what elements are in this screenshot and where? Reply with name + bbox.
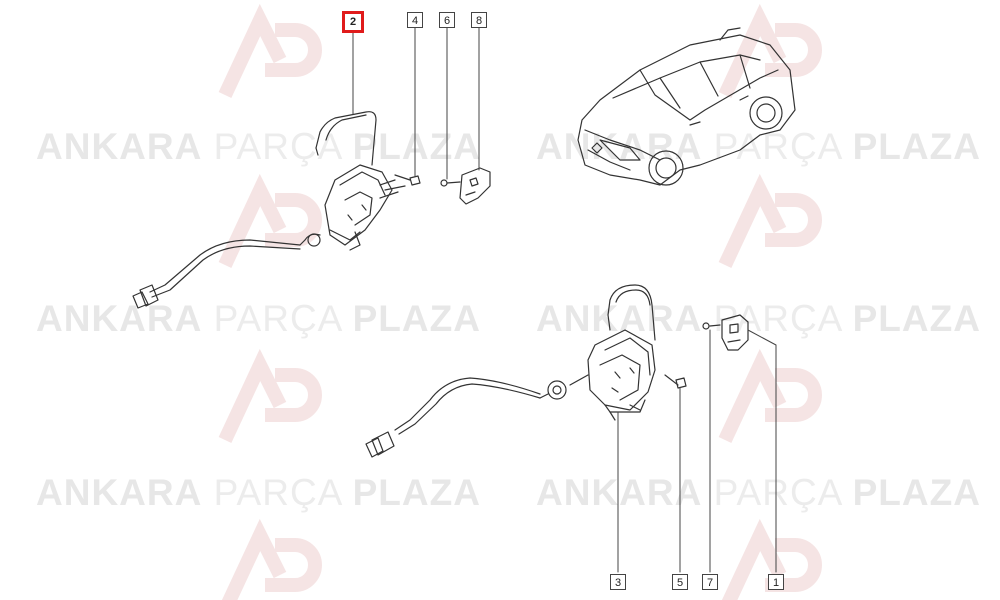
callout-2-selected[interactable]: 2 [342,11,364,33]
callout-8[interactable]: 8 [471,12,487,28]
callout-6[interactable]: 6 [439,12,455,28]
callout-7[interactable]: 7 [702,574,718,590]
leader-lines [352,26,777,573]
watermark-logo [218,348,322,443]
callout-4[interactable]: 4 [407,12,423,28]
part-2-lock-assembly [132,111,491,309]
watermark-logo [218,3,322,98]
callout-1[interactable]: 1 [768,574,784,590]
watermark-text: ANKARA PARÇA PLAZA [36,298,481,339]
watermark-text: ANKARA PARÇA PLAZA [536,126,981,167]
watermark-logo [718,173,822,268]
callout-5[interactable]: 5 [672,574,688,590]
watermark-text: ANKARA PARÇA PLAZA [536,472,981,513]
watermark-logo [718,348,822,443]
watermark-logo [721,518,822,600]
watermark-text: ANKARA PARÇA PLAZA [36,126,481,167]
watermark-logo [218,173,322,268]
watermark-text: ANKARA PARÇA PLAZA [36,472,481,513]
callout-3[interactable]: 3 [610,574,626,590]
watermark-logo [718,3,822,98]
part-3-lock-assembly [365,284,749,458]
watermark-logo [221,518,322,600]
leader-1 [747,329,777,573]
car-illustration [577,27,796,186]
